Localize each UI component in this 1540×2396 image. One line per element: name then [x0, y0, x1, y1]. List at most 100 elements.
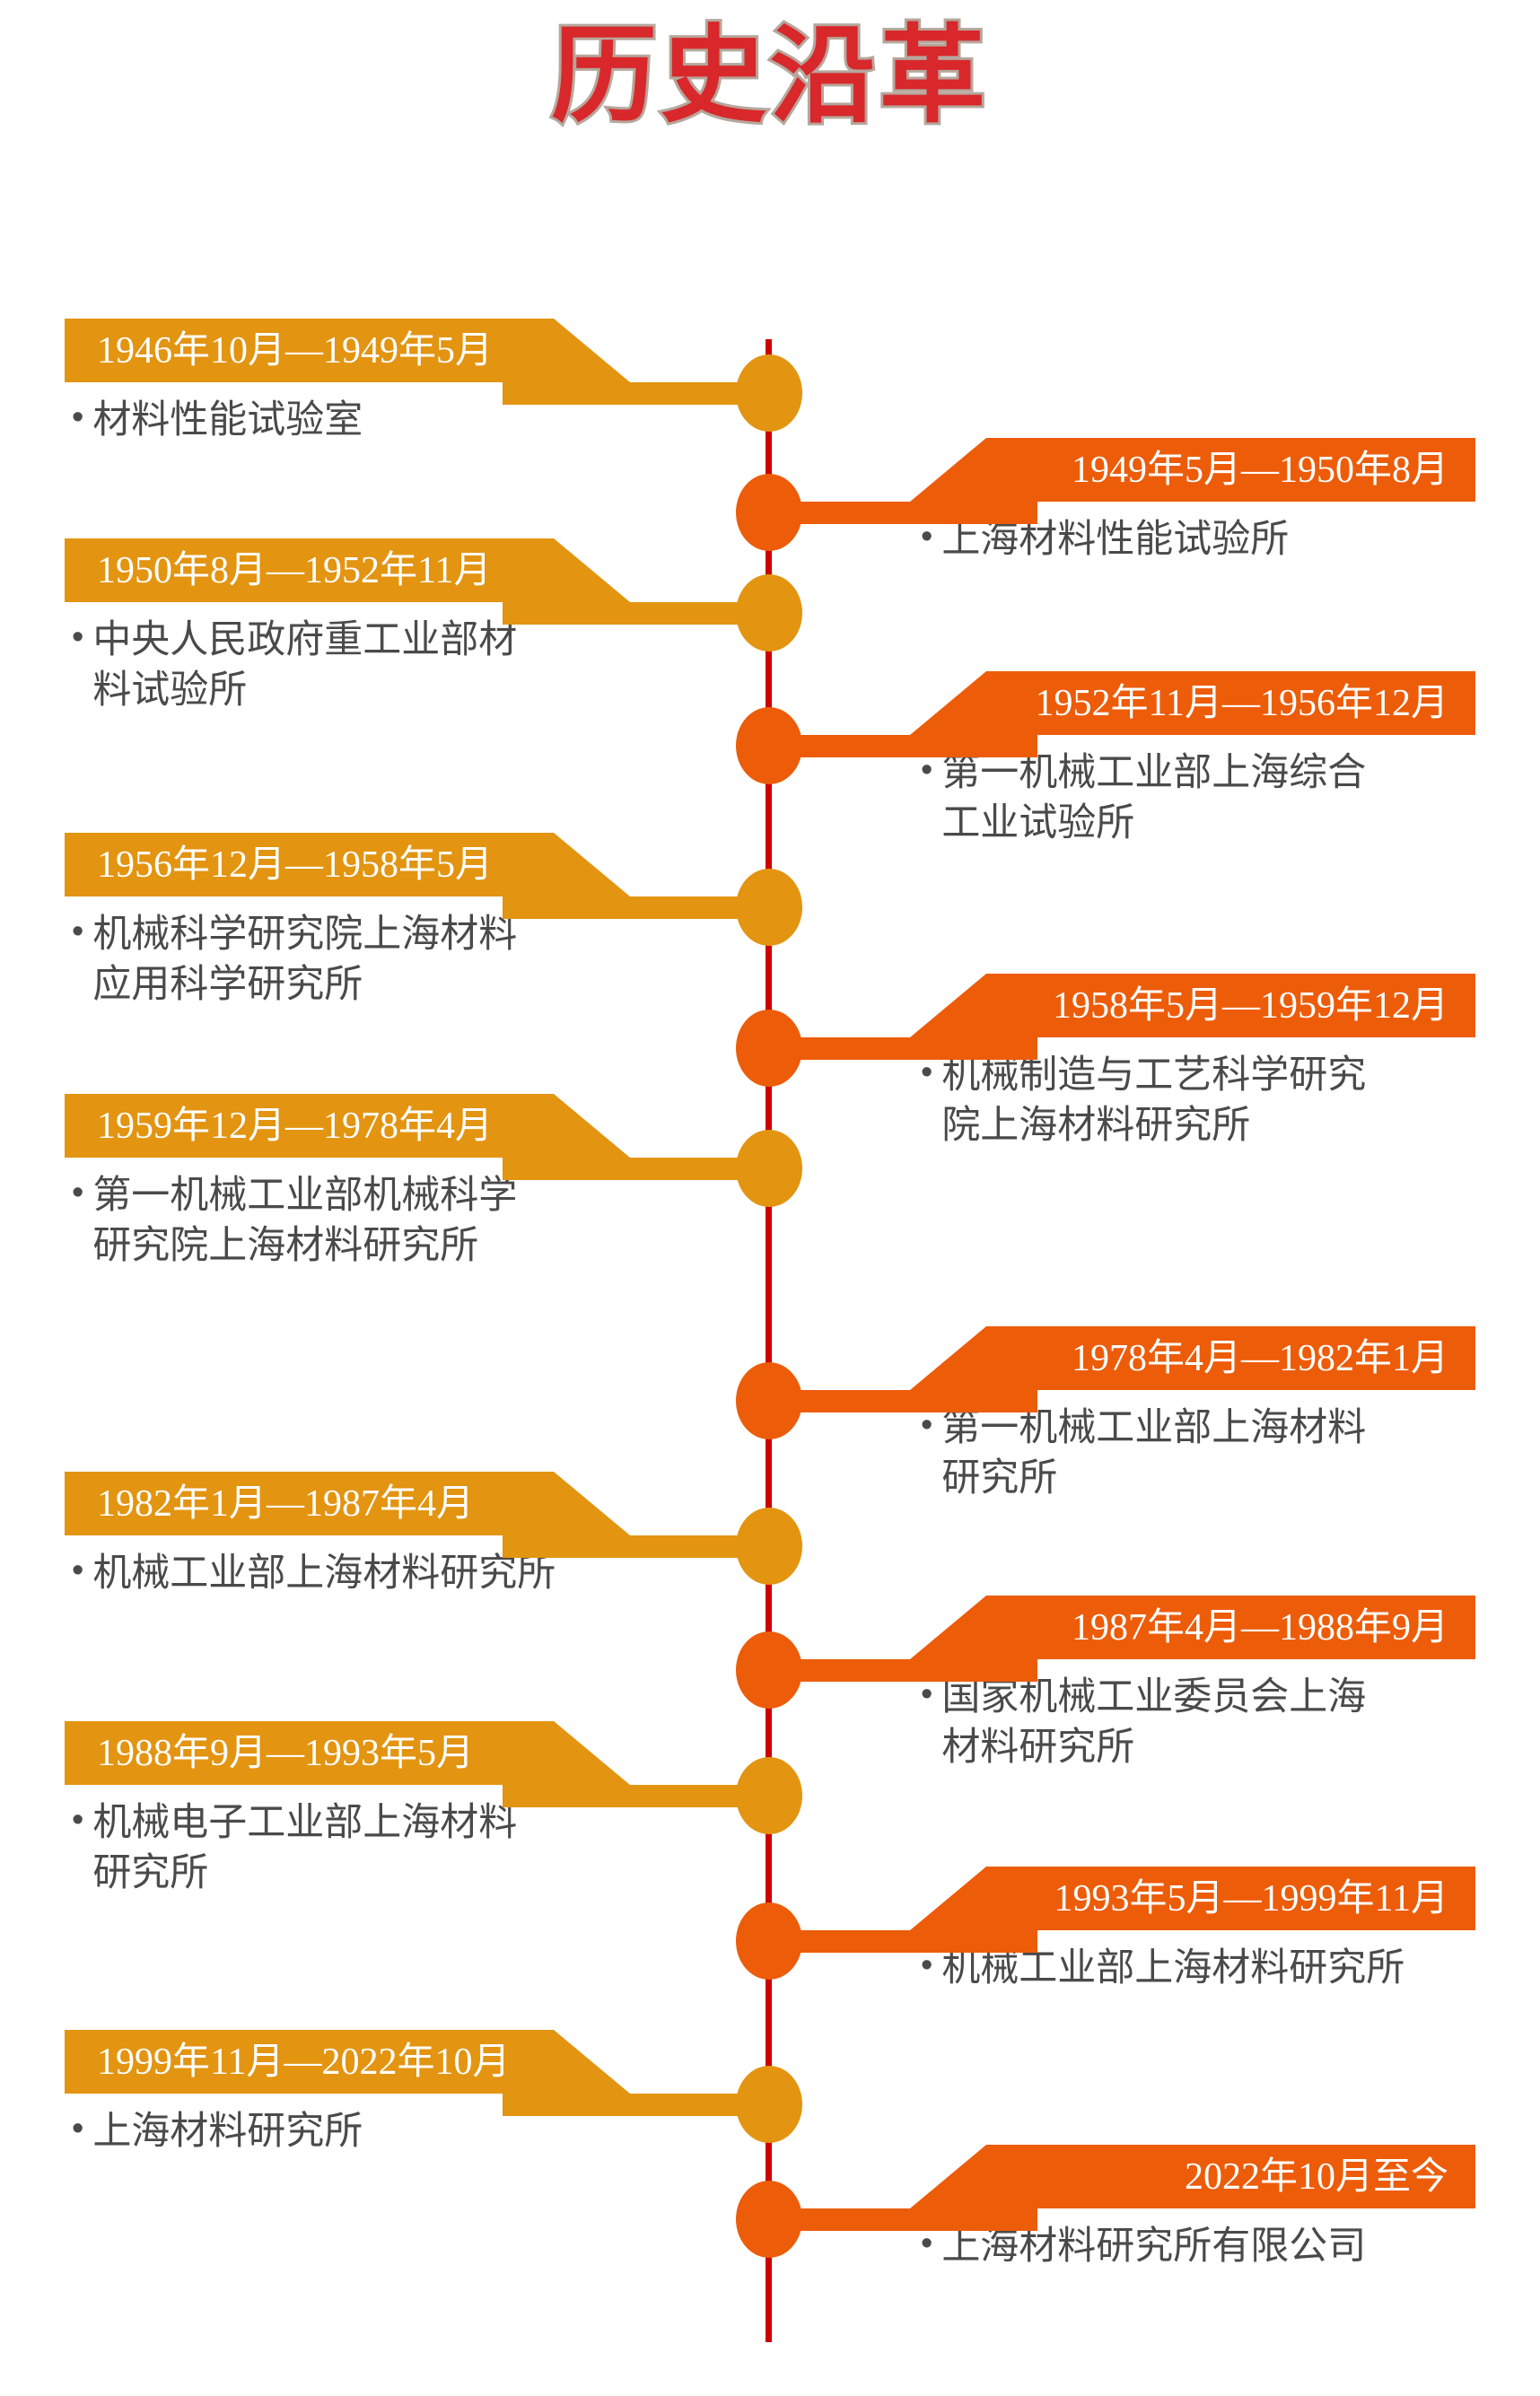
organization-name: 上海材料性能试验所	[941, 518, 1290, 561]
entry-description: •上海材料研究所有限公司	[921, 2222, 1495, 2272]
timeline-node-marker	[736, 707, 802, 784]
period-label: 1978年4月—1982年1月	[1071, 1337, 1448, 1379]
period-banner: 1950年8月—1952年11月	[65, 538, 630, 602]
list-item: •上海材料性能试验所	[921, 515, 1495, 565]
entry-description: •机械工业部上海材料研究所	[72, 1549, 646, 1599]
organization-name: 机械电子工业部上海材料 研究所	[92, 1801, 518, 1894]
list-item: •第一机械工业部上海综合 工业试验所	[921, 748, 1495, 849]
bullet-icon: •	[72, 2110, 84, 2147]
timeline-connector	[768, 1037, 1037, 1060]
period-label: 1949年5月—1950年8月	[1071, 449, 1448, 491]
period-banner: 1988年9月—1993年5月	[65, 1721, 630, 1785]
timeline-connector	[503, 382, 772, 405]
timeline-node-marker	[736, 574, 802, 651]
bullet-icon: •	[921, 518, 933, 555]
entry-description: •第一机械工业部上海材料 研究所	[921, 1403, 1495, 1504]
entry-description: •材料性能试验室	[72, 396, 646, 446]
list-item: •上海材料研究所	[72, 2107, 646, 2157]
period-label: 1950年8月—1952年11月	[97, 549, 492, 591]
organization-name: 材料性能试验室	[92, 398, 363, 442]
timeline-node-marker	[736, 1362, 802, 1439]
period-label: 1959年12月—1978年4月	[97, 1105, 494, 1147]
organization-name: 第一机械工业部上海综合 工业试验所	[941, 751, 1367, 844]
organization-name: 机械科学研究院上海材料 应用科学研究所	[92, 913, 518, 1006]
bullet-icon: •	[921, 1675, 933, 1713]
period-banner: 1987年4月—1988年9月	[910, 1596, 1475, 1659]
timeline-connector	[503, 602, 772, 625]
entry-description: •机械工业部上海材料研究所	[921, 1944, 1495, 1994]
timeline-connector	[768, 1390, 1037, 1412]
bullet-icon: •	[921, 1946, 933, 1984]
list-item: •机械电子工业部上海材料 研究所	[72, 1798, 646, 1899]
timeline-connector	[768, 1659, 1037, 1682]
entry-description: •中央人民政府重工业部材 料试验所	[72, 616, 646, 716]
timeline-connector	[768, 735, 1037, 757]
entry-description: •国家机械工业委员会上海 材料研究所	[921, 1673, 1495, 1773]
timeline-connector	[503, 1158, 772, 1180]
period-banner: 1993年5月—1999年11月	[910, 1867, 1475, 1930]
period-banner: 1952年11月—1956年12月	[910, 671, 1475, 735]
list-item: •材料性能试验室	[72, 396, 646, 446]
period-banner: 1949年5月—1950年8月	[910, 438, 1475, 502]
timeline-connector	[503, 2094, 772, 2116]
timeline-node-marker	[736, 1508, 802, 1585]
bullet-icon: •	[921, 751, 933, 789]
period-label: 1952年11月—1956年12月	[1035, 682, 1448, 724]
period-label: 1999年11月—2022年10月	[97, 2041, 511, 2083]
list-item: •第一机械工业部机械科学 研究院上海材料研究所	[72, 1171, 646, 1272]
list-item: •第一机械工业部上海材料 研究所	[921, 1403, 1495, 1504]
organization-name: 机械工业部上海材料研究所	[941, 1946, 1405, 1989]
period-banner: 1999年11月—2022年10月	[65, 2030, 630, 2094]
timeline-node-marker	[736, 2066, 802, 2143]
period-label: 1946年10月—1949年5月	[97, 329, 494, 372]
organization-name: 上海材料研究所	[92, 2110, 363, 2153]
timeline-node-marker	[736, 474, 802, 551]
period-label: 1993年5月—1999年11月	[1054, 1877, 1448, 1919]
timeline-node-marker	[736, 1757, 802, 1834]
bullet-icon: •	[921, 1406, 933, 1444]
timeline-connector	[503, 1535, 772, 1558]
list-item: •中央人民政府重工业部材 料试验所	[72, 616, 646, 716]
entry-description: •机械电子工业部上海材料 研究所	[72, 1798, 646, 1899]
bullet-icon: •	[72, 1552, 84, 1589]
bullet-icon: •	[72, 1801, 84, 1839]
bullet-icon: •	[72, 1174, 84, 1211]
organization-name: 机械制造与工艺科学研究 院上海材料研究所	[941, 1054, 1367, 1147]
organization-name: 机械工业部上海材料研究所	[92, 1552, 556, 1595]
list-item: •机械科学研究院上海材料 应用科学研究所	[72, 910, 646, 1010]
timeline-connector	[768, 502, 1037, 524]
timeline-node-marker	[736, 1631, 802, 1709]
period-banner: 1958年5月—1959年12月	[910, 974, 1475, 1037]
bullet-icon: •	[72, 398, 84, 436]
timeline-node-marker	[736, 354, 802, 432]
organization-name: 上海材料研究所有限公司	[941, 2225, 1367, 2268]
list-item: •机械制造与工艺科学研究 院上海材料研究所	[921, 1051, 1495, 1151]
period-label: 1956年12月—1958年5月	[97, 844, 494, 886]
entry-description: •上海材料研究所	[72, 2107, 646, 2157]
page-title: 历史沿革	[548, 15, 989, 138]
timeline-node-marker	[736, 1010, 802, 1087]
timeline-node-marker	[736, 2181, 802, 2258]
period-banner: 1946年10月—1949年5月	[65, 319, 630, 382]
period-label: 1987年4月—1988年9月	[1071, 1606, 1448, 1648]
organization-name: 第一机械工业部上海材料 研究所	[941, 1406, 1367, 1500]
period-banner: 1959年12月—1978年4月	[65, 1094, 630, 1158]
organization-name: 第一机械工业部机械科学 研究院上海材料研究所	[92, 1174, 518, 1267]
entry-description: •机械制造与工艺科学研究 院上海材料研究所	[921, 1051, 1495, 1151]
period-banner: 1978年4月—1982年1月	[910, 1326, 1475, 1390]
timeline-node-marker	[736, 1130, 802, 1207]
entry-description: •第一机械工业部机械科学 研究院上海材料研究所	[72, 1171, 646, 1272]
timeline-connector	[503, 896, 772, 919]
bullet-icon: •	[72, 913, 84, 950]
list-item: •机械工业部上海材料研究所	[72, 1549, 646, 1599]
timeline-connector	[768, 1930, 1037, 1953]
period-label: 2022年10月至今	[1184, 2156, 1448, 2198]
period-label: 1958年5月—1959年12月	[1052, 984, 1448, 1027]
period-banner: 1982年1月—1987年4月	[65, 1472, 630, 1535]
list-item: •国家机械工业委员会上海 材料研究所	[921, 1673, 1495, 1773]
period-banner: 2022年10月至今	[910, 2145, 1475, 2208]
entry-description: •机械科学研究院上海材料 应用科学研究所	[72, 910, 646, 1010]
organization-name: 国家机械工业委员会上海 材料研究所	[941, 1675, 1367, 1769]
entry-description: •第一机械工业部上海综合 工业试验所	[921, 748, 1495, 849]
bullet-icon: •	[921, 1054, 933, 1091]
